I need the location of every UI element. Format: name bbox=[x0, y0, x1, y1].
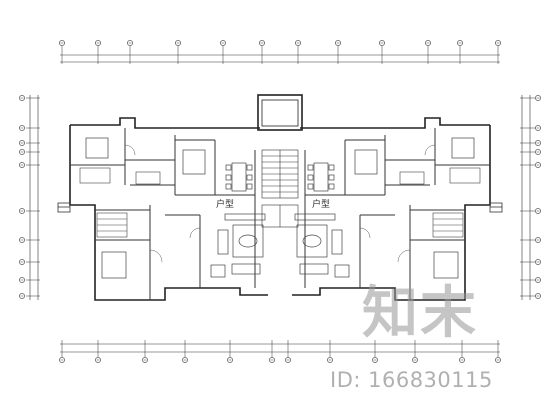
axis-bubble-left bbox=[19, 162, 25, 168]
door-swings bbox=[124, 144, 436, 263]
axis-bubble-left bbox=[19, 125, 25, 131]
top-axis-markers bbox=[59, 40, 501, 64]
bathrooms bbox=[79, 167, 481, 238]
axis-bubble-top bbox=[127, 40, 133, 46]
axis-bubble-top bbox=[95, 40, 101, 46]
axis-bubble-top bbox=[175, 40, 181, 46]
axis-bubble-top bbox=[259, 40, 265, 46]
axis-bubble-top bbox=[495, 40, 501, 46]
axis-bubble-right bbox=[535, 162, 541, 168]
axis-bubble-left bbox=[19, 237, 25, 243]
axis-bubble-bottom bbox=[372, 357, 378, 363]
building-walls bbox=[69, 94, 491, 301]
central-stair bbox=[261, 149, 299, 228]
right-dimension-chain bbox=[521, 95, 531, 300]
unit-label-left: 户型 bbox=[216, 198, 234, 210]
axis-bubble-top bbox=[425, 40, 431, 46]
right-unit-partitions bbox=[304, 128, 490, 300]
axis-bubble-bottom bbox=[142, 357, 148, 363]
watermark-id: ID: 166830115 bbox=[330, 368, 493, 392]
axis-bubble-left bbox=[19, 293, 25, 299]
axis-bubble-bottom bbox=[285, 357, 291, 363]
axis-bubble-top bbox=[379, 40, 385, 46]
axis-bubble-left bbox=[19, 140, 25, 146]
axis-bubble-bottom bbox=[227, 357, 233, 363]
axis-bubble-top bbox=[335, 40, 341, 46]
axis-bubble-bottom bbox=[459, 357, 465, 363]
axis-bubble-right bbox=[535, 125, 541, 131]
left-axis-markers bbox=[19, 95, 40, 299]
watermark-logo: 知末 bbox=[362, 281, 478, 346]
right-axis-markers bbox=[520, 95, 541, 299]
axis-bubble-bottom bbox=[182, 357, 188, 363]
bottom-axis-markers bbox=[59, 340, 501, 363]
axis-bubble-bottom bbox=[95, 357, 101, 363]
left-dimension-chain bbox=[29, 95, 39, 300]
axis-bubble-top bbox=[295, 40, 301, 46]
axis-bubble-top bbox=[220, 40, 226, 46]
axis-bubble-right bbox=[535, 237, 541, 243]
axis-bubble-right bbox=[535, 293, 541, 299]
axis-bubble-right bbox=[535, 95, 541, 101]
axis-bubble-bottom bbox=[269, 357, 275, 363]
axis-bubble-left bbox=[19, 259, 25, 265]
dining-set-right bbox=[307, 162, 335, 192]
unit-label-right: 户型 bbox=[312, 198, 330, 210]
axis-bubble-left bbox=[19, 208, 25, 214]
left-unit-partitions bbox=[70, 128, 256, 300]
axis-bubble-right bbox=[535, 208, 541, 214]
side-balconies bbox=[57, 202, 503, 213]
axis-bubble-right bbox=[535, 140, 541, 146]
dining-set-left bbox=[225, 162, 253, 192]
axis-bubble-right bbox=[535, 277, 541, 283]
axis-bubble-right bbox=[535, 149, 541, 155]
axis-bubble-left bbox=[19, 277, 25, 283]
bottom-dimension-chain bbox=[60, 343, 500, 353]
living-room-right bbox=[294, 213, 350, 278]
axis-bubble-bottom bbox=[495, 357, 501, 363]
axis-bubble-top bbox=[457, 40, 463, 46]
axis-bubble-bottom bbox=[59, 357, 65, 363]
axis-bubble-bottom bbox=[412, 357, 418, 363]
axis-bubble-left bbox=[19, 95, 25, 101]
axis-bubble-left bbox=[19, 149, 25, 155]
top-dimension-chain bbox=[60, 54, 500, 63]
axis-bubble-right bbox=[535, 259, 541, 265]
living-room-left bbox=[210, 213, 266, 278]
beds bbox=[85, 137, 475, 279]
axis-bubble-top bbox=[59, 40, 65, 46]
axis-bubble-bottom bbox=[327, 357, 333, 363]
